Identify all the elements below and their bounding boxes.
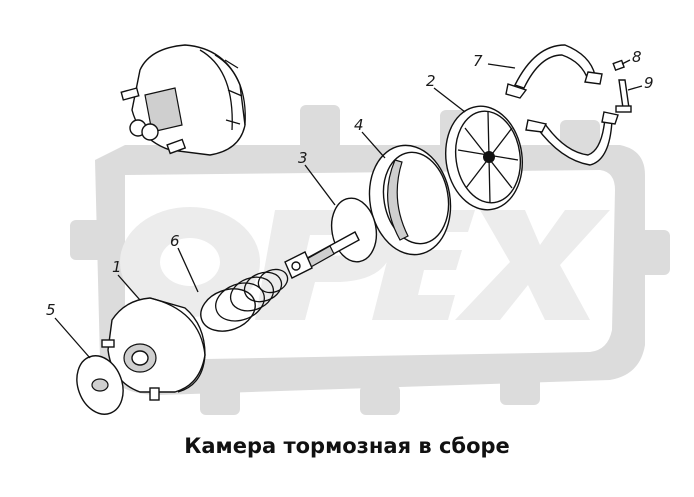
callout-4: 4	[354, 116, 364, 134]
callout-8: 8	[632, 48, 642, 66]
diagram-caption: Камера тормозная в сборе	[184, 434, 510, 458]
callout-2: 2	[426, 72, 436, 90]
chamber-cover	[444, 105, 524, 211]
nut	[612, 59, 625, 72]
chamber-housing	[101, 297, 206, 401]
leader-lines	[54, 59, 643, 359]
pushrod-assembly	[284, 197, 378, 279]
callout-5: 5	[46, 301, 56, 319]
diaphragm	[368, 144, 452, 256]
bolt	[615, 79, 632, 113]
brake-chamber-housing-assembled	[120, 44, 246, 156]
watermark-logo	[70, 105, 670, 415]
callout-1: 1	[112, 258, 122, 276]
clamp-band-lower	[525, 111, 619, 166]
clamp-band-upper	[505, 44, 603, 99]
return-spring	[200, 268, 289, 332]
callout-9: 9	[644, 74, 654, 92]
callout-7: 7	[473, 52, 483, 70]
callout-3: 3	[298, 149, 308, 167]
callout-6: 6	[170, 232, 180, 250]
